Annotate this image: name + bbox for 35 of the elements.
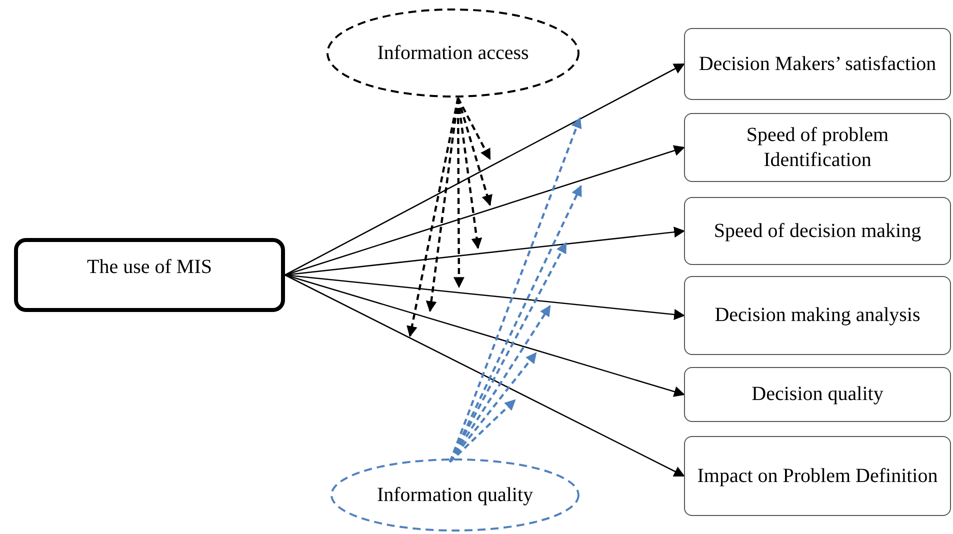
node-text: Impact on Problem Definition: [697, 464, 938, 488]
process-box: [684, 436, 951, 516]
node-text: Decision Makers’ satisfaction: [698, 52, 936, 76]
node-text: Speed of problem Identification: [745, 122, 890, 172]
dashed-arrow: [449, 352, 537, 463]
node-text: The use of MIS: [87, 254, 212, 280]
node-text: Speed of decision making: [714, 218, 922, 244]
dashed-ellipse: [330, 458, 580, 532]
arrow: [284, 63, 685, 276]
process-box: [684, 113, 951, 182]
node-text: Information access: [377, 40, 529, 66]
process-box: [14, 238, 285, 312]
process-box: [684, 197, 951, 265]
process-box: [684, 276, 951, 355]
dashed-ellipse: [326, 8, 580, 98]
arrow: [284, 274, 686, 397]
node-text: Decision making analysis: [714, 303, 920, 328]
node-text: Information quality: [376, 482, 534, 508]
process-box: [684, 367, 951, 422]
dashed-arrow: [449, 242, 567, 463]
arrow: [284, 274, 686, 320]
arrow: [284, 226, 686, 276]
dashed-arrow: [456, 98, 482, 250]
node-text: Decision quality: [752, 382, 884, 407]
process-box: [684, 28, 951, 100]
dashed-arrow: [406, 98, 460, 338]
arrow: [284, 274, 685, 477]
dashed-arrow: [453, 98, 464, 288]
arrow: [284, 145, 686, 276]
dashed-arrow: [449, 399, 516, 463]
dashed-arrow: [456, 98, 492, 206]
dashed-arrow: [426, 98, 460, 312]
dashed-arrow: [449, 305, 551, 463]
dashed-arrow: [448, 116, 582, 462]
dashed-arrow: [457, 97, 491, 160]
